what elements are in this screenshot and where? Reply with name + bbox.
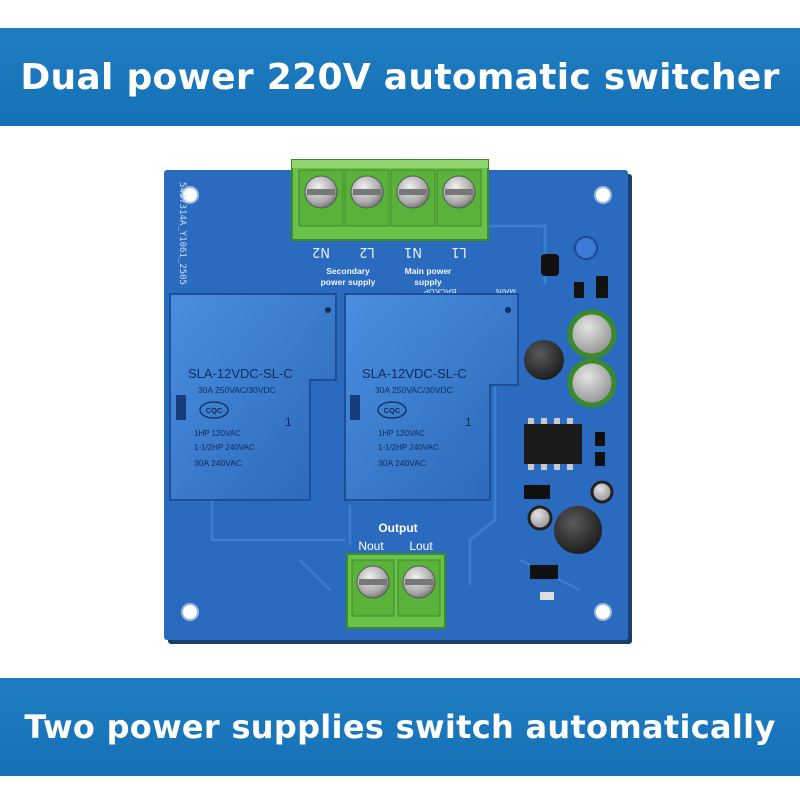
ic-chip <box>524 424 582 464</box>
terminal-screw <box>351 559 395 617</box>
input-terminal-labels: N2 L2 N1 L1 <box>312 244 467 259</box>
relay-model: SLA-12VDC-SL-C <box>188 366 293 381</box>
terminal-screw <box>397 559 441 617</box>
transistor <box>541 254 559 276</box>
resistor <box>574 282 584 298</box>
resistor <box>596 276 608 298</box>
terminal-label-l2: L2 <box>359 244 375 259</box>
electrolytic-capacitor <box>567 309 617 359</box>
banner-title: Dual power 220V automatic switcher <box>20 56 780 98</box>
relay-spec-line: 1HP 120VAC <box>378 429 425 438</box>
relay-spec-line: 30A 240VAC <box>378 458 426 468</box>
inductor <box>524 340 564 380</box>
top-banner: Dual power 220V automatic switcher <box>0 28 800 126</box>
terminal-screw <box>390 169 436 227</box>
relay-spec-line: 1-1/2HP 240VAC <box>194 443 255 452</box>
supply-labels: Secondary power supply Main power supply <box>321 266 452 287</box>
relay-cert: CQC <box>384 406 401 415</box>
control-circuit <box>524 236 617 600</box>
banner-caption: Two power supplies switch automatically <box>24 708 776 746</box>
inductor <box>554 506 602 554</box>
relay-rating: 30A 250VAC/30VDC <box>375 385 453 395</box>
output-label-lout: Lout <box>409 539 433 553</box>
relay-mark: 1 <box>465 415 472 429</box>
relay-mark: 1 <box>285 415 292 429</box>
secondary-label-line2: power supply <box>321 277 376 287</box>
terminal-label-n1: N1 <box>404 244 422 259</box>
main-mark: MAIN <box>496 287 516 296</box>
backup-label: BACKUP <box>424 287 457 296</box>
relay-rating: 30A 250VAC/30VDC <box>198 385 276 395</box>
relay-1: SLA-12VDC-SL-C 30A 250VAC/30VDC CQC 1HP … <box>169 293 337 501</box>
output-terminal-block <box>346 553 446 629</box>
mounting-holes <box>181 186 612 621</box>
relay-model: SLA-12VDC-SL-C <box>362 366 467 381</box>
output-title: Output <box>378 521 417 535</box>
output-label-nout: Nout <box>358 539 384 553</box>
pcb-photo: 5437314A_Y1061_2505 N2 L2 N1 L1 <box>164 159 632 644</box>
part-id-text: 5437314A_Y1061_2505 <box>177 182 187 285</box>
terminal-label-n2: N2 <box>312 244 330 259</box>
bottom-banner: Two power supplies switch automatically <box>0 678 800 776</box>
terminal-screw <box>298 169 344 227</box>
terminal-label-l1: L1 <box>451 244 467 259</box>
relay-cert: CQC <box>206 406 223 415</box>
relay-spec-line: 30A 240VAC <box>194 458 242 468</box>
terminal-screw <box>344 169 390 227</box>
blue-capacitor <box>574 236 598 260</box>
relay-2: SLA-12VDC-SL-C 30A 250VAC/30VDC CQC 1HP … <box>344 293 519 501</box>
main-label-line2: supply <box>414 277 442 287</box>
secondary-label-line1: Secondary <box>326 266 370 276</box>
electrolytic-capacitor <box>567 358 617 408</box>
relay-spec-line: 1-1/2HP 240VAC <box>378 443 439 452</box>
main-label-line1: Main power <box>405 266 452 276</box>
relay-spec-line: 1HP 120VAC <box>194 429 241 438</box>
input-terminal-block <box>291 159 489 241</box>
terminal-screw <box>436 169 482 227</box>
